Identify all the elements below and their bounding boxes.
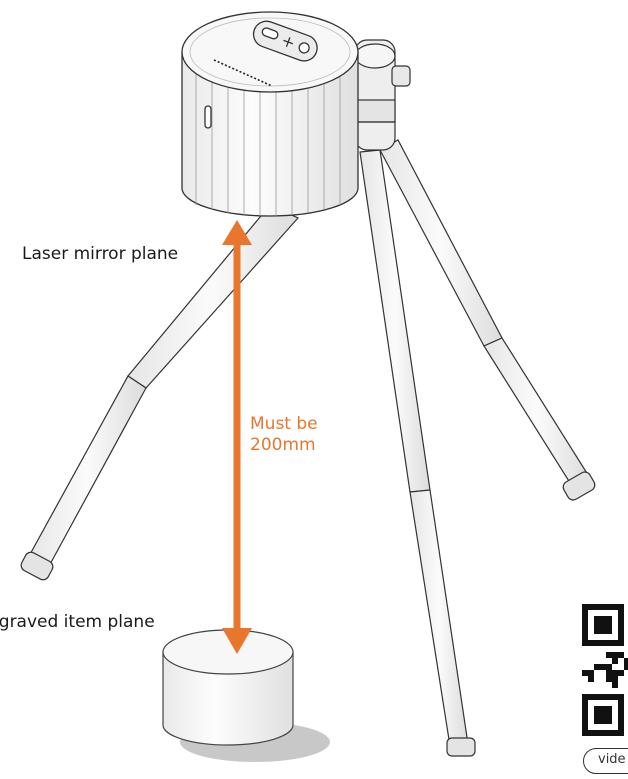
tripod-head (354, 39, 411, 151)
label-distance-line1: Must be (250, 414, 318, 434)
laser-engraver-device (181, 11, 359, 217)
distance-arrow (222, 220, 252, 654)
label-item-plane: ngraved item plane (0, 612, 155, 632)
tripod-leg-right (379, 139, 596, 501)
tripod-leg-left (20, 204, 299, 581)
label-distance-line2: 200mm (250, 435, 316, 455)
minus-icon (261, 27, 279, 40)
power-icon (298, 42, 310, 54)
tripod-leg-center (359, 149, 476, 757)
video-button[interactable]: vide (583, 748, 628, 774)
qr-code-icon (582, 604, 628, 736)
label-distance: Must be 200mm (250, 414, 318, 456)
label-mirror-plane: Laser mirror plane (22, 244, 179, 264)
engraved-item-cylinder (162, 629, 330, 762)
